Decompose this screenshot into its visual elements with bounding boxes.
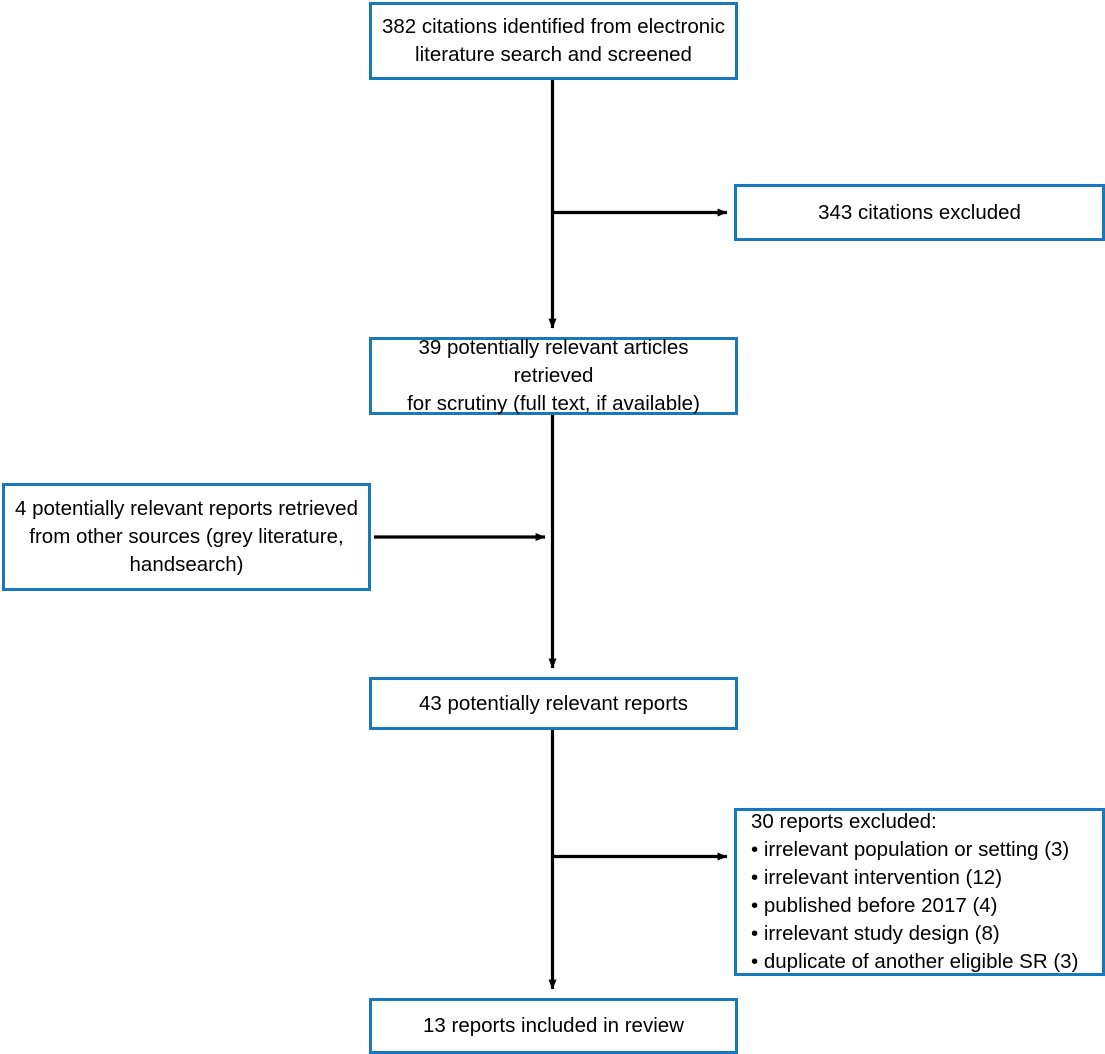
- other-sources-reports-box: 4 potentially relevant reports retrieved…: [2, 483, 371, 591]
- potentially-relevant-reports-box: 43 potentially relevant reports: [369, 677, 738, 730]
- articles-retrieved-box: 39 potentially relevant articles retriev…: [369, 336, 738, 415]
- reports-excluded-text: 30 reports excluded: • irrelevant popula…: [751, 810, 1079, 973]
- citations-excluded-box: 343 citations excluded: [734, 184, 1105, 241]
- reports-excluded-box: 30 reports excluded: • irrelevant popula…: [734, 808, 1105, 976]
- potentially-relevant-reports-text: 43 potentially relevant reports: [419, 691, 688, 715]
- reports-included-text: 13 reports included in review: [423, 1014, 684, 1037]
- articles-retrieved-text: 39 potentially relevant articles retriev…: [407, 336, 700, 415]
- citations-identified-text: 382 citations identified from electronic…: [382, 15, 725, 66]
- reports-included-box: 13 reports included in review: [369, 998, 738, 1054]
- citations-identified-box: 382 citations identified from electronic…: [369, 2, 738, 80]
- other-sources-reports-text: 4 potentially relevant reports retrieved…: [15, 497, 358, 576]
- citations-excluded-text: 343 citations excluded: [818, 200, 1021, 224]
